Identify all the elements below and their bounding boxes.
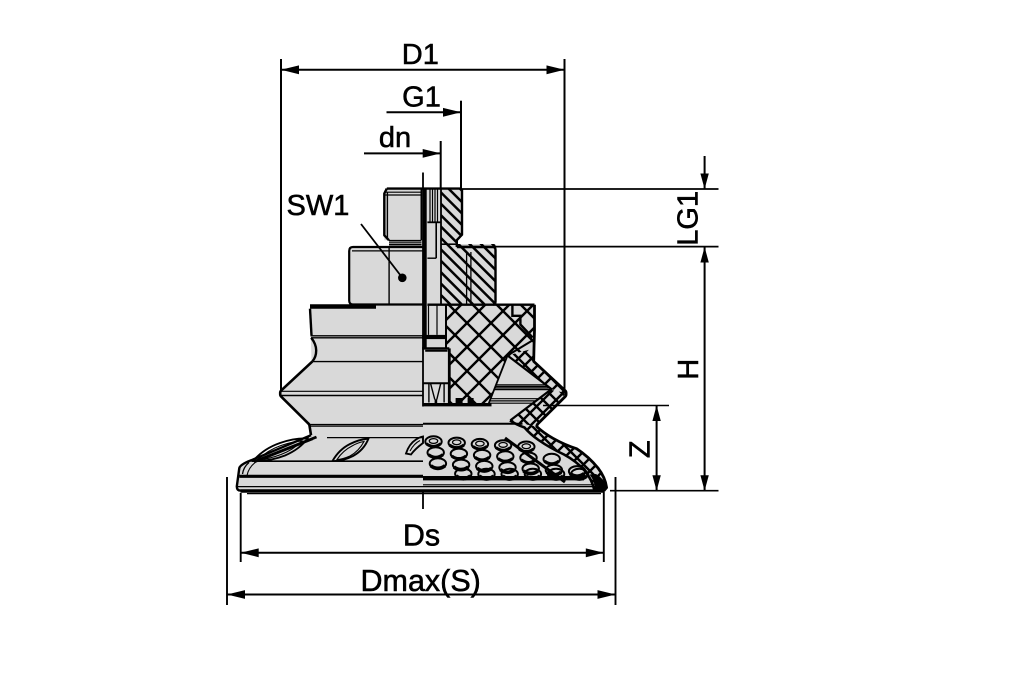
svg-text:dn: dn (379, 122, 411, 154)
svg-text:Ds: Ds (403, 519, 440, 553)
svg-text:SW1: SW1 (287, 190, 350, 222)
svg-text:LG1: LG1 (673, 191, 705, 246)
svg-text:D1: D1 (402, 39, 439, 71)
svg-text:Dmax(S): Dmax(S) (361, 564, 481, 598)
svg-text:Z: Z (625, 440, 657, 458)
svg-text:H: H (673, 359, 705, 380)
svg-text:G1: G1 (402, 82, 441, 114)
